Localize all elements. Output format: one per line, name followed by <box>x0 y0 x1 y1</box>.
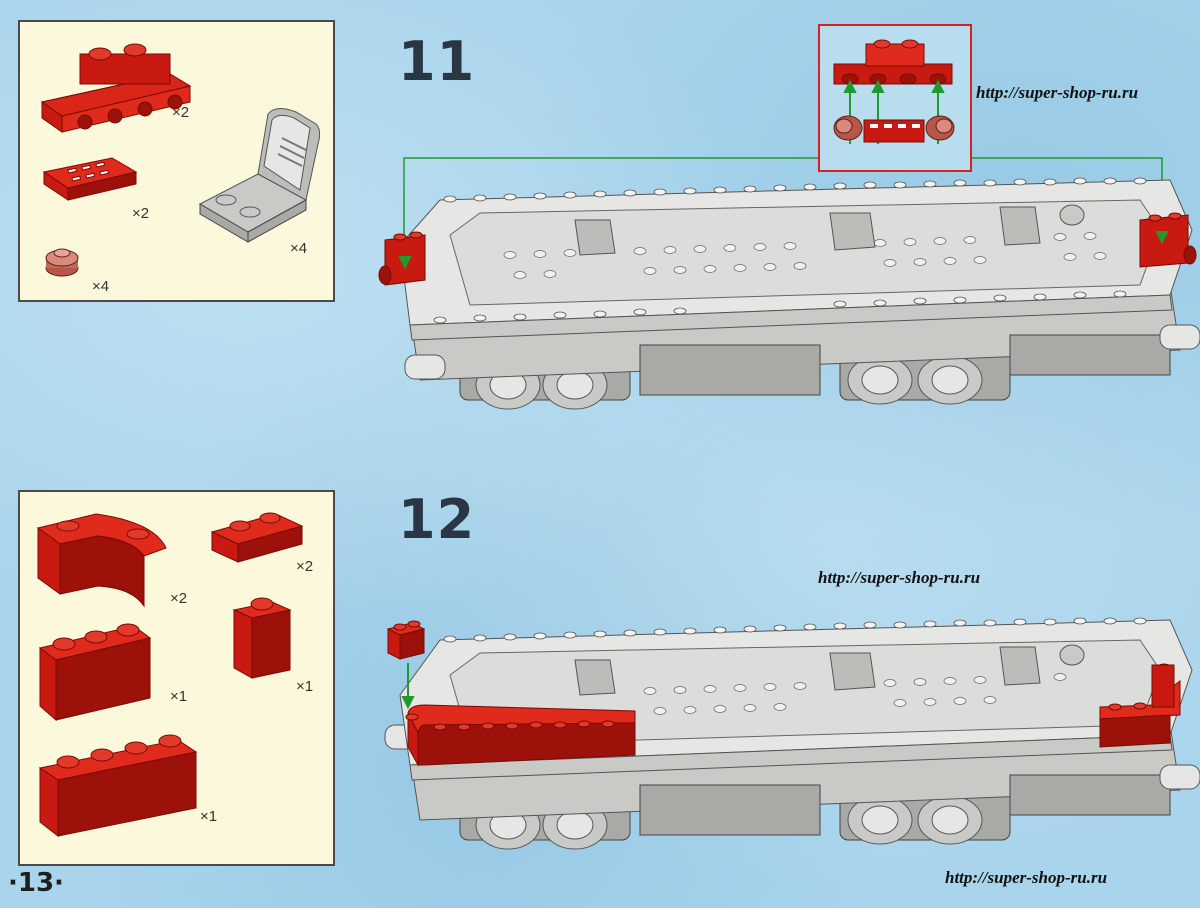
qty-label: ×2 <box>172 104 190 121</box>
qty-label: ×4 <box>92 278 110 295</box>
step-number-11: 11 <box>398 30 476 93</box>
qty-label: ×1 <box>200 808 218 825</box>
step11-callout <box>818 24 972 172</box>
step-number-12: 12 <box>398 488 476 551</box>
qty-label: ×1 <box>296 678 314 695</box>
watermark: http://super-shop-ru.ru <box>976 83 1139 102</box>
red-side-wall-left <box>405 704 636 767</box>
red-end-right <box>1139 212 1197 268</box>
train-car-step11 <box>378 177 1200 410</box>
red-curved-brick-icon <box>36 513 167 608</box>
trans-red-round-plate-icon <box>45 248 79 277</box>
watermark: http://super-shop-ru.ru <box>818 568 981 587</box>
page-number: ·13· <box>8 868 64 898</box>
red-brick-1x4-icon <box>38 734 198 838</box>
bogie-right <box>839 789 1011 845</box>
red-brick-1x2-floating <box>386 620 426 660</box>
red-brick-1x2-icon <box>210 512 304 563</box>
red-brick-1x1-icon <box>232 597 292 679</box>
watermark: http://super-shop-ru.ru <box>945 868 1108 887</box>
step12-parts-panel: ×2 ×2 ×1 ×1 ×1 <box>18 490 335 866</box>
grey-seat-icon <box>198 108 321 243</box>
bogie-right <box>839 349 1011 405</box>
qty-label: ×1 <box>170 688 188 705</box>
qty-label: ×2 <box>296 558 314 575</box>
train-car-step12 <box>384 617 1200 850</box>
red-grille-tile-icon <box>42 157 138 201</box>
qty-label: ×2 <box>132 205 150 222</box>
red-brick-1x3-icon <box>38 623 152 722</box>
red-side-wall-right <box>1099 663 1181 748</box>
step11-parts-panel: ×2 ×2 ×4 ×4 <box>18 20 335 302</box>
qty-label: ×4 <box>290 240 308 257</box>
qty-label: ×2 <box>170 590 188 607</box>
red-plate-1x4-icon <box>40 43 192 133</box>
